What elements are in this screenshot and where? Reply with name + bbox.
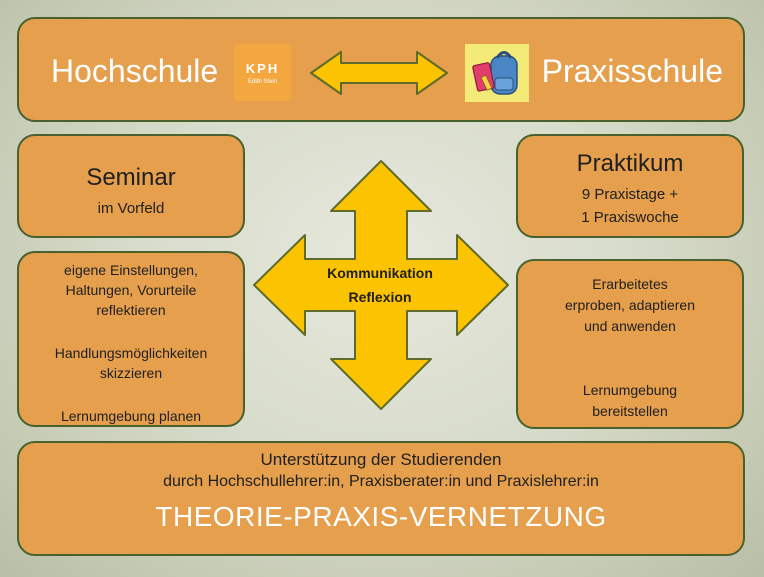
- list-item: skizzieren: [99, 365, 163, 381]
- praktikum-box: Praktikum 9 Praxistage + 1 Praxiswoche: [516, 134, 744, 238]
- kph-logo: KPH Edith Stein: [234, 44, 291, 101]
- header-banner: Hochschule KPH Edith Stein Praxisschule: [17, 17, 745, 122]
- list-item: reflektieren: [96, 302, 166, 318]
- center-label-communication: Kommunikation: [327, 265, 433, 281]
- logo-text: KPH: [245, 61, 280, 76]
- list-item: Haltungen, Vorurteile: [65, 282, 197, 298]
- list-item: erproben, adaptieren: [565, 297, 695, 313]
- hochschule-label: Hochschule: [51, 53, 219, 89]
- praktikum-title: Praktikum: [576, 150, 684, 177]
- praktikum-activities-box: Erarbeitetes erproben, adaptieren und an…: [516, 259, 744, 429]
- support-line-2: durch Hochschullehrer:in, Praxisberater:…: [163, 473, 599, 490]
- seminar-title: Seminar: [86, 164, 176, 191]
- list-item: eigene Einstellungen,: [64, 262, 198, 278]
- center-label-reflection: Reflexion: [348, 289, 412, 305]
- list-item: Erarbeitetes: [592, 276, 668, 292]
- praktikum-line-1: 9 Praxistage +: [581, 186, 679, 203]
- theory-practice-headline: THEORIE-PRAXIS-VERNETZUNG: [155, 501, 607, 532]
- list-item: und anwenden: [584, 318, 676, 334]
- backpack-icon: [465, 44, 529, 102]
- praktikum-line-2: 1 Praxiswoche: [581, 209, 679, 226]
- list-item: bereitstellen: [592, 403, 668, 419]
- seminar-box: Seminar im Vorfeld: [17, 134, 245, 238]
- double-headed-arrow-icon: [310, 51, 448, 95]
- four-way-arrow-icon: [253, 160, 509, 410]
- list-item: Lernumgebung: [582, 382, 678, 398]
- support-box: Unterstützung der Studierenden durch Hoc…: [17, 441, 745, 556]
- support-line-1: Unterstützung der Studierenden: [260, 450, 502, 469]
- seminar-activities-box: eigene Einstellungen, Haltungen, Vorurte…: [17, 251, 245, 427]
- logo-subtext: Edith Stein: [247, 79, 278, 85]
- list-item: Lernumgebung planen: [60, 408, 202, 424]
- praxisschule-label: Praxisschule: [541, 53, 723, 89]
- seminar-subtitle: im Vorfeld: [97, 200, 165, 217]
- list-item: Handlungsmöglichkeiten: [54, 345, 208, 361]
